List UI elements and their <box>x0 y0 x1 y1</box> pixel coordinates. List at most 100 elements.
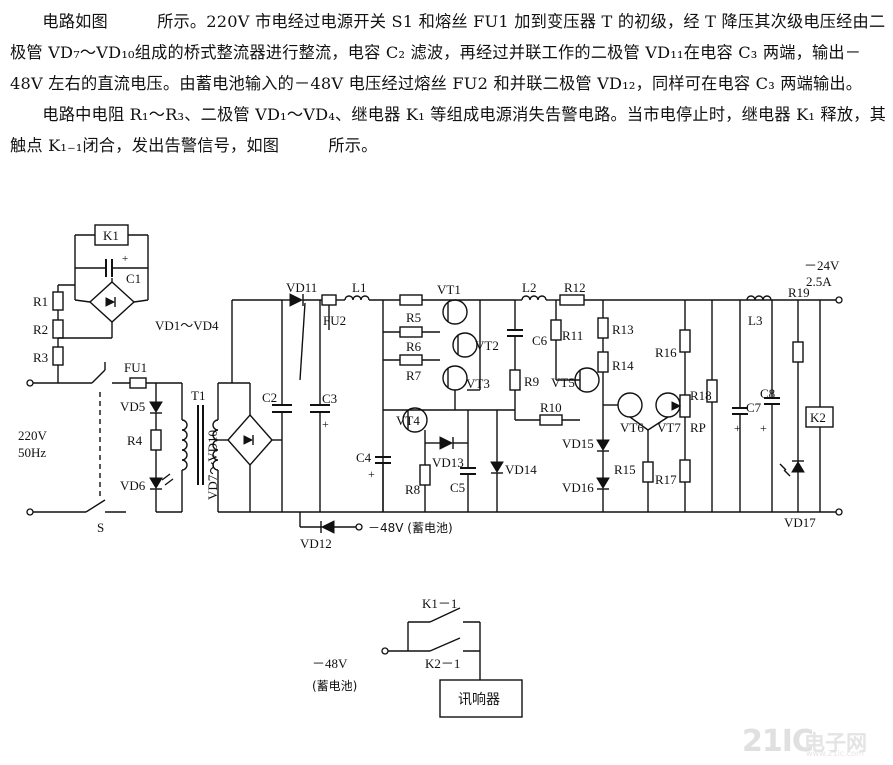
switch-s-label: S <box>97 520 104 535</box>
fuse-fu1 <box>112 377 182 389</box>
vd12-label: VD12 <box>300 536 332 551</box>
vt6-vt7-pair <box>603 392 682 512</box>
r10-label: R10 <box>540 400 562 415</box>
inductor-l1 <box>336 295 400 301</box>
r7-label: R7 <box>406 368 422 383</box>
svg-text:+: + <box>760 421 767 435</box>
r6-label: R6 <box>406 339 422 354</box>
r18-label: R18 <box>690 388 712 403</box>
alarm-circuit <box>381 607 523 718</box>
relay-k1-block <box>74 224 149 268</box>
vd14-label: VD14 <box>505 462 537 477</box>
vt7-label: VT7 <box>657 420 681 435</box>
r17-label: R17 <box>655 472 677 487</box>
l2-label: L2 <box>522 280 536 295</box>
mains-input <box>26 379 92 516</box>
vt6-label: VT6 <box>620 420 644 435</box>
transformer-t1 <box>156 382 250 513</box>
resistor-r12 <box>550 294 836 380</box>
r9-label: R9 <box>524 374 539 389</box>
vt1-label: VT1 <box>437 282 461 297</box>
resistor-r18 <box>706 300 718 512</box>
k2-1-label: K2－1 <box>425 656 460 671</box>
feedback-divider <box>671 300 691 512</box>
indicator-string <box>149 383 174 512</box>
c6-label: C6 <box>532 333 548 348</box>
capacitor-c3: + <box>310 300 330 512</box>
c5-label: C5 <box>450 480 465 495</box>
mains-frequency-label: 50Hz <box>18 445 46 460</box>
fu2-label: FU2 <box>323 313 346 328</box>
vt2-label: VT2 <box>475 338 499 353</box>
vd16-label: VD16 <box>562 480 594 495</box>
r2-label: R2 <box>33 322 48 337</box>
vd7-vd10-label: VD7～VD10 <box>205 430 220 500</box>
output-current-label: 2.5A <box>806 274 832 289</box>
svg-text:+: + <box>734 421 741 435</box>
r16-label: R16 <box>655 345 677 360</box>
vd5-label: VD5 <box>120 399 145 414</box>
resistor-r10 <box>515 414 580 426</box>
svg-text:+: + <box>322 417 329 431</box>
k1-label: K1 <box>103 228 119 243</box>
resistor-chain-r1-r3 <box>52 284 112 383</box>
c1-label: C1 <box>126 271 141 286</box>
rp-label: RP <box>690 420 706 435</box>
description-paragraph-1: 电路如图 所示。220V 市电经过电源开关 S1 和熔丝 FU1 加到变压器 T… <box>10 12 886 93</box>
watermark-url: www.21ic.com <box>806 749 864 758</box>
vd17-label: VD17 <box>784 515 816 530</box>
vd1-vd4-label: VD1～VD4 <box>155 318 219 333</box>
output-filter: + + <box>732 295 780 512</box>
r14-label: R14 <box>612 358 634 373</box>
r4-label: R4 <box>127 433 143 448</box>
r1-label: R1 <box>33 294 48 309</box>
vd6-label: VD6 <box>120 478 146 493</box>
r11-label: R11 <box>562 328 583 343</box>
c2-label: C2 <box>262 390 277 405</box>
svg-text:+: + <box>122 253 128 265</box>
filter-l2-c6 <box>507 295 560 420</box>
diode-vd14 <box>490 410 504 512</box>
diode-vd11 <box>282 293 322 307</box>
vd13-label: VD13 <box>432 455 464 470</box>
alarm-source-label: (蓄电池) <box>312 679 357 693</box>
c4-label: C4 <box>356 450 372 465</box>
series-regulator <box>382 294 515 512</box>
r13-label: R13 <box>612 322 634 337</box>
vd11-label: VD11 <box>286 280 317 295</box>
description-paragraph-2: 电路中电阻 R₁～R₃、二极管 VD₁～VD₄、继电器 K₁ 等组成电源消失告警… <box>10 105 886 155</box>
c7-label: C7 <box>746 400 762 415</box>
buzzer-label: 讯响器 <box>458 692 500 708</box>
r12-label: R12 <box>564 280 586 295</box>
t1-label: T1 <box>191 388 205 403</box>
switch-s <box>85 362 126 513</box>
watermark-logo: 21IC 电子网 www.21ic.com <box>742 724 887 762</box>
vd15-label: VD15 <box>562 436 594 451</box>
output-indicator <box>779 296 843 516</box>
bridge-vd1-vd4 <box>74 268 149 338</box>
watermark-chinese: 电子网 <box>804 731 867 755</box>
r8-label: R8 <box>405 482 420 497</box>
vt5-stage <box>556 300 610 512</box>
battery-label: －48V (蓄电池) <box>368 521 453 535</box>
l1-label: L1 <box>352 280 366 295</box>
svg-text:+: + <box>368 467 375 481</box>
l3-label: L3 <box>748 313 762 328</box>
r5-label: R5 <box>406 310 421 325</box>
k2-label: K2 <box>810 410 826 425</box>
watermark-number: 21IC <box>742 724 814 759</box>
capacitor-c2 <box>272 300 292 512</box>
c3-label: C3 <box>322 391 337 406</box>
description-text: 电路如图 所示。220V 市电经过电源开关 S1 和熔丝 FU1 加到变压器 T… <box>10 6 886 161</box>
r15-label: R15 <box>614 462 636 477</box>
fu1-label: FU1 <box>124 360 147 375</box>
vt4-stage: + <box>368 407 515 512</box>
mains-voltage-label: 220V <box>18 428 48 443</box>
c8-label: C8 <box>760 386 775 401</box>
vt3-label: VT3 <box>466 376 490 391</box>
r3-label: R3 <box>33 350 48 365</box>
alarm-voltage-label: －48V <box>312 656 348 671</box>
vt4-label: VT4 <box>396 413 420 428</box>
